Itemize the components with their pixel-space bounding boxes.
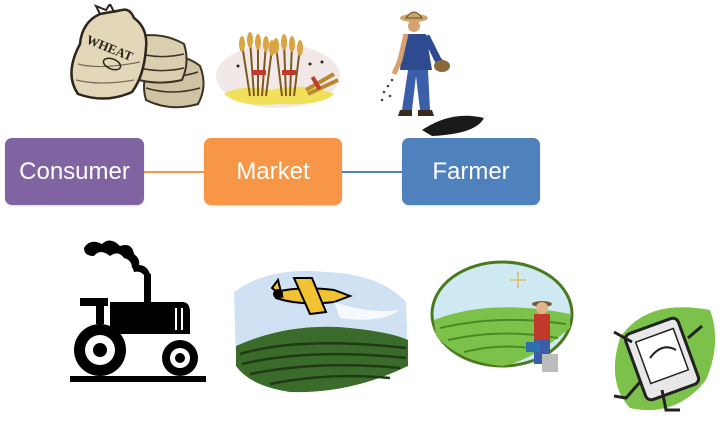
node-farmer: Farmer (402, 138, 540, 205)
running-smartphone-icon (613, 307, 716, 412)
crop-duster-plane-icon (234, 270, 408, 393)
node-consumer: Consumer (5, 138, 144, 205)
connector-market-farmer (342, 171, 402, 173)
node-market: Market (204, 138, 342, 205)
wheat-sacks-icon: WHEAT (70, 4, 205, 109)
node-farmer-label: Farmer (432, 157, 510, 185)
connector-consumer-market (144, 171, 204, 173)
node-market-label: Market (236, 157, 310, 185)
wheat-bundles-icon (216, 32, 340, 108)
node-consumer-label: Consumer (19, 157, 130, 185)
tractor-icon (70, 240, 206, 382)
farmer-with-laptop-icon (430, 260, 574, 372)
farmer-sowing-icon (380, 11, 484, 136)
